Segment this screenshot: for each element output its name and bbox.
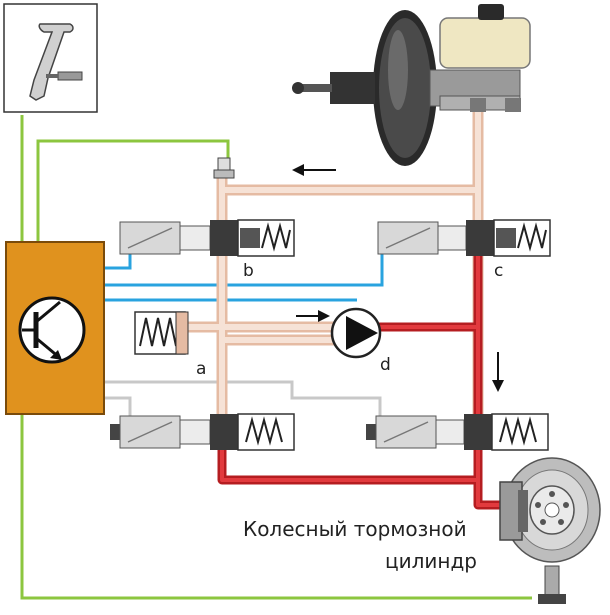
valve-outlet-right bbox=[366, 413, 549, 451]
valve-inlet-left bbox=[119, 219, 295, 257]
wheel-speed-sensor bbox=[538, 565, 566, 604]
accumulator bbox=[134, 311, 189, 355]
label-a: a bbox=[196, 359, 206, 379]
valve-outlet-left bbox=[110, 413, 295, 451]
brake-booster-icon bbox=[292, 4, 531, 166]
blue-wires bbox=[103, 250, 410, 302]
gray-wires bbox=[103, 380, 382, 418]
caption-line-1: Колесный тормозной bbox=[243, 517, 467, 541]
pump-icon bbox=[330, 307, 382, 359]
caption-line-2: цилиндр bbox=[385, 549, 477, 573]
pressure-sensor bbox=[213, 157, 235, 179]
brake-pedal-icon bbox=[29, 23, 83, 101]
label-c: c bbox=[494, 261, 503, 281]
transistor-icon bbox=[18, 296, 86, 364]
brake-pedal-box bbox=[3, 3, 98, 113]
brake-disc-icon bbox=[499, 457, 601, 563]
label-d: d bbox=[380, 355, 391, 375]
arrow-icon bbox=[292, 164, 504, 392]
valve-inlet-right bbox=[377, 219, 551, 257]
high-pressure-lines-inner bbox=[220, 255, 500, 507]
high-pressure-lines bbox=[217, 255, 500, 510]
control-unit bbox=[5, 241, 105, 415]
green-wires bbox=[20, 115, 532, 600]
label-b: b bbox=[243, 261, 254, 281]
